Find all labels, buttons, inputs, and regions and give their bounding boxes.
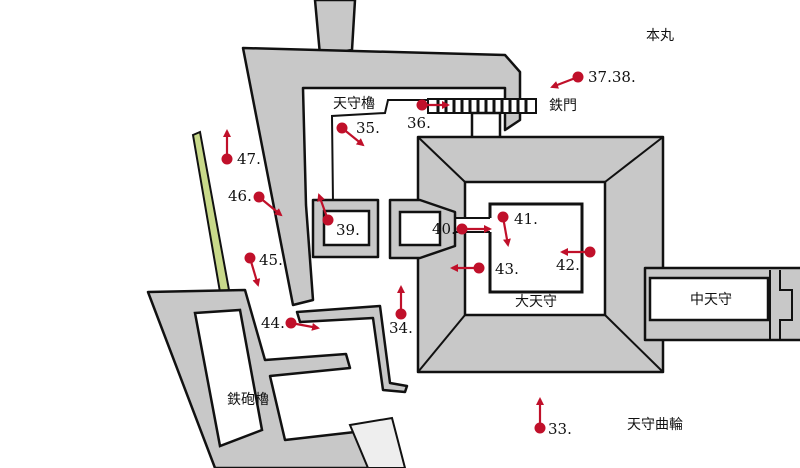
marker-label: 47.: [237, 150, 261, 168]
marker-label: 36.: [407, 114, 431, 132]
photo-marker-47[interactable]: 47.: [221, 129, 261, 168]
photo-marker-34[interactable]: 34.: [389, 285, 413, 337]
marker-label: 37.38.: [588, 68, 636, 86]
photo-marker-44[interactable]: 44.: [261, 314, 320, 332]
dai-tenshu-building: [416, 135, 665, 374]
marker-label: 42.: [556, 256, 580, 274]
photo-marker-40[interactable]: 40.: [432, 220, 492, 238]
marker-label: 39.: [336, 221, 360, 239]
photo-marker-33[interactable]: 33.: [534, 397, 572, 438]
photo-marker-43[interactable]: 43.: [450, 260, 519, 278]
photo-marker-37-38[interactable]: 37.38.: [550, 68, 636, 89]
tenshu-yagura-inner-line: [330, 99, 470, 204]
photo-marker-45[interactable]: 45.: [244, 251, 283, 287]
photo-marker-36[interactable]: 36.: [407, 99, 450, 133]
naka-tenshu-building: [643, 266, 800, 342]
photo-marker-41[interactable]: 41.: [497, 210, 538, 247]
marker-label: 45.: [259, 251, 283, 269]
marker-label: 35.: [356, 119, 380, 137]
marker-label: 34.: [389, 319, 413, 337]
marker-label: 46.: [228, 187, 252, 205]
marker-label: 44.: [261, 314, 285, 332]
label-dai-tenshu: 大天守: [515, 294, 557, 310]
label-kuro-gate: 鉄門: [549, 98, 577, 114]
label-teppo-yagura: 鉄砲櫓: [227, 392, 269, 408]
photo-marker-35[interactable]: 35.: [336, 119, 380, 147]
tenshu-yagura-wall: [241, 46, 522, 307]
photo-marker-39[interactable]: 39.: [317, 193, 360, 239]
photo-marker-42[interactable]: 42.: [556, 246, 596, 275]
lower-wall: [295, 304, 409, 394]
passage-block-39: [311, 198, 380, 259]
kuro-gate: [427, 98, 537, 149]
north-wall-stub: [313, 0, 357, 57]
label-honmaru: 本丸: [646, 28, 674, 44]
marker-label: 33.: [548, 420, 572, 438]
marker-label: 41.: [514, 210, 538, 228]
passage-block-40: [388, 198, 457, 260]
photo-marker-46[interactable]: 46.: [228, 187, 283, 217]
label-naka-tenshu: 中天守: [690, 292, 732, 308]
label-tenshu-yagura: 天守櫓: [333, 96, 375, 112]
teppo-yagura-building: [146, 288, 407, 468]
marker-label: 40.: [432, 220, 456, 238]
label-tenshu-kuruwa: 天守曲輪: [627, 416, 683, 433]
marker-label: 43.: [495, 260, 519, 278]
